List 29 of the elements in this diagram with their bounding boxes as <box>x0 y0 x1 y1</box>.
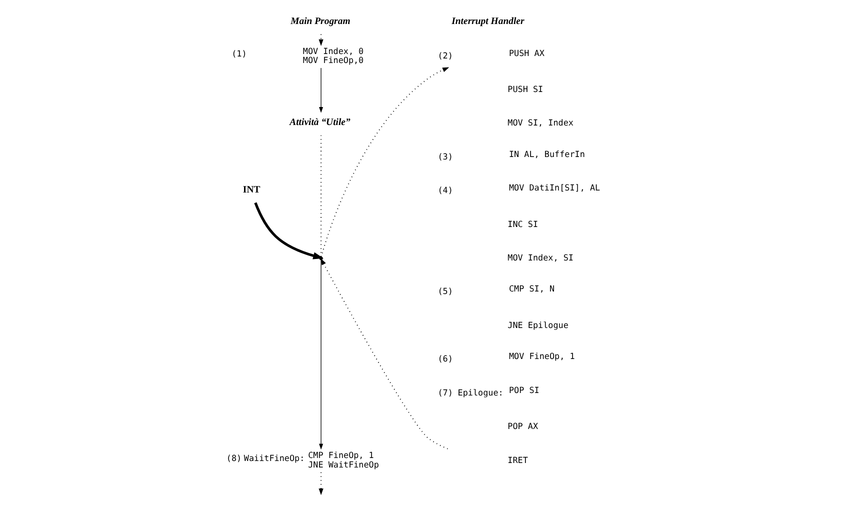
node-text: PUSH SI <box>508 84 544 94</box>
node-text: CMP FineOp, 1 JNE WaitFineOp <box>308 450 379 470</box>
label: Interrupt Handler <box>452 16 524 28</box>
node-text: JNE Epilogue <box>508 320 568 330</box>
node-text: Attività “Utile” <box>290 117 350 128</box>
node-text: INC SI <box>508 218 538 229</box>
node-text: INT <box>242 184 260 196</box>
node-text: MOV FineOp, 1 <box>508 351 575 362</box>
node-text: IN AL, BufferIn <box>508 148 585 159</box>
node-text: POP SI <box>508 384 540 395</box>
node-label: (5) <box>438 286 453 296</box>
node-text: IRET <box>508 454 528 465</box>
node-text: MOV DatiIn[SI], AL <box>508 182 600 193</box>
node-text: Main Program <box>290 16 350 28</box>
node-label: WaiitFineOp: <box>244 452 305 463</box>
node-label: (7) <box>438 387 453 398</box>
node-text: POP AX <box>508 421 538 432</box>
node-label: (4) <box>438 185 453 196</box>
node-text: MOV Index, 0 MOV FineOp,0 <box>302 46 364 65</box>
node-label: (2) <box>438 50 453 60</box>
node-label: (8) <box>226 452 242 463</box>
node-text: MOV Index, SI <box>508 252 574 263</box>
node-label: (3) <box>438 151 453 162</box>
node-text: MOV SI, Index <box>508 118 574 128</box>
node-text: PUSH AX <box>508 48 544 58</box>
node-label: Epilogue: <box>458 387 504 398</box>
node-label: (6) <box>438 354 453 364</box>
node-label: (1) <box>232 48 247 58</box>
node-text: CMP SI, N <box>508 284 555 294</box>
